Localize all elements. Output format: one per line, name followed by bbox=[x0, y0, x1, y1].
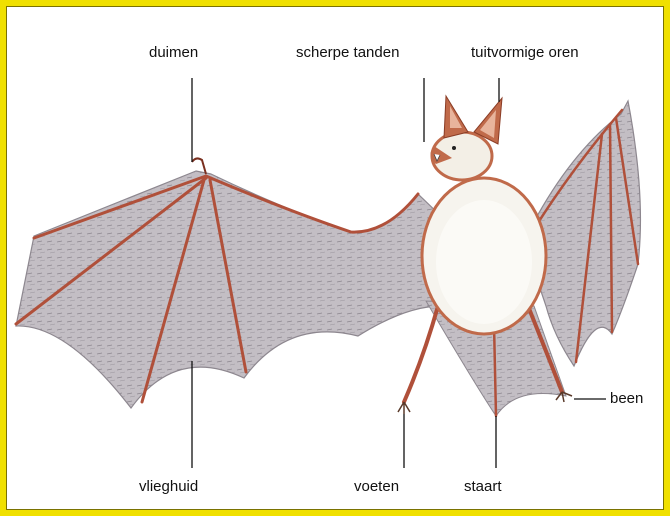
label-been: been bbox=[610, 390, 643, 408]
label-staart: staart bbox=[464, 478, 502, 496]
label-scherpe-tanden: scherpe tanden bbox=[296, 44, 399, 62]
label-vlieghuid: vlieghuid bbox=[139, 478, 198, 496]
label-voeten: voeten bbox=[354, 478, 399, 496]
label-tuitvormige-oren: tuitvormige oren bbox=[471, 44, 579, 62]
bat-illustration bbox=[6, 6, 664, 510]
label-duimen: duimen bbox=[149, 44, 198, 62]
